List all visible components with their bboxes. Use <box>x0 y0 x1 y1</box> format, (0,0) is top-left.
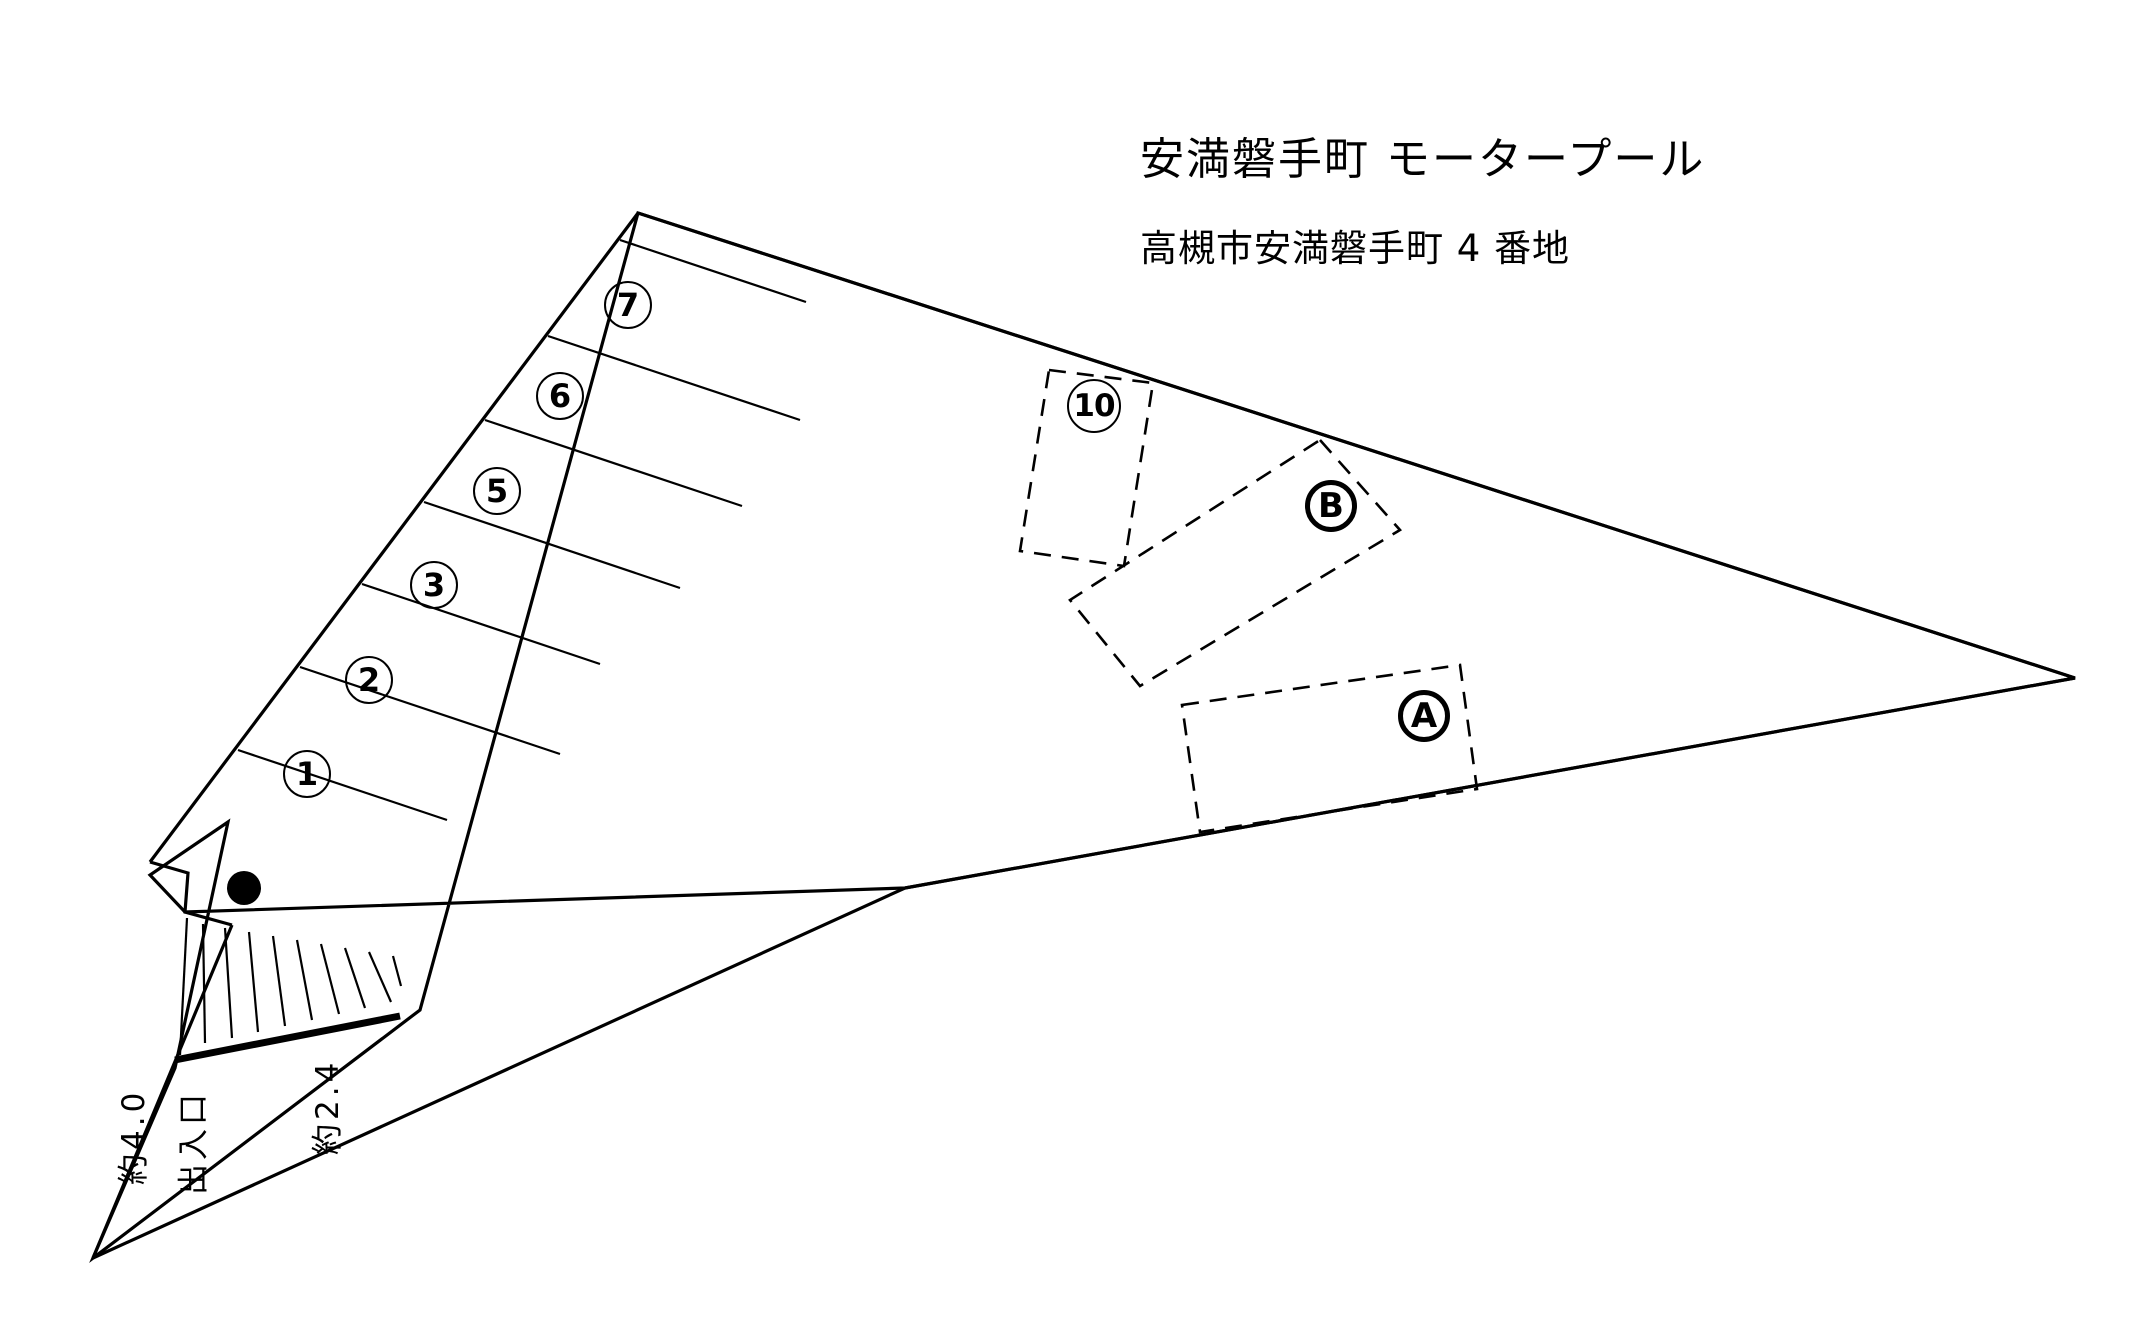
entrance-label: 出入口 <box>176 1090 212 1195</box>
stall-label-6: 6 <box>548 377 572 415</box>
dimension-label-right: 約2.4 <box>310 1058 346 1155</box>
zone-marker-a[interactable]: A <box>1398 690 1450 742</box>
stall-marker-5[interactable]: 5 <box>473 467 521 515</box>
zone-label-b: B <box>1318 486 1344 526</box>
zone-a-outline <box>1180 663 1479 834</box>
dimension-label-left: 約4.0 <box>116 1088 152 1185</box>
page-subtitle-address: 高槻市安満磐手町 4 番地 <box>1140 227 1571 270</box>
zone-label-a: A <box>1410 696 1438 736</box>
lot-boundary-detail <box>91 211 2076 1260</box>
stall-label-2: 2 <box>357 661 381 699</box>
stall-label-1: 1 <box>295 755 319 793</box>
stall-marker-1[interactable]: 1 <box>283 750 331 798</box>
stall-marker-10[interactable]: 10 <box>1067 379 1121 433</box>
stall-label-5: 5 <box>485 472 509 510</box>
zone-b-outline <box>1068 438 1403 688</box>
entrance-threshold-bar <box>174 1012 401 1064</box>
page-title: 安満磐手町 モータープール <box>1140 134 1706 185</box>
stall-label-7: 7 <box>616 286 640 324</box>
stall-marker-2[interactable]: 2 <box>345 656 393 704</box>
stall-divider-lines <box>237 238 807 822</box>
stall-label-3: 3 <box>422 566 446 604</box>
stall-marker-3[interactable]: 3 <box>410 561 458 609</box>
stall-marker-7[interactable]: 7 <box>604 281 652 329</box>
zone-marker-b[interactable]: B <box>1305 480 1357 532</box>
stall-label-10: 10 <box>1073 387 1115 424</box>
lot-boundary <box>89 210 2076 1263</box>
stall-marker-6[interactable]: 6 <box>536 372 584 420</box>
filled-dot-marker <box>227 871 261 905</box>
plan-header: 安満磐手町 モータープール 高槻市安満磐手町 4 番地 <box>1140 134 2040 270</box>
entrance-hatch <box>178 917 403 1056</box>
